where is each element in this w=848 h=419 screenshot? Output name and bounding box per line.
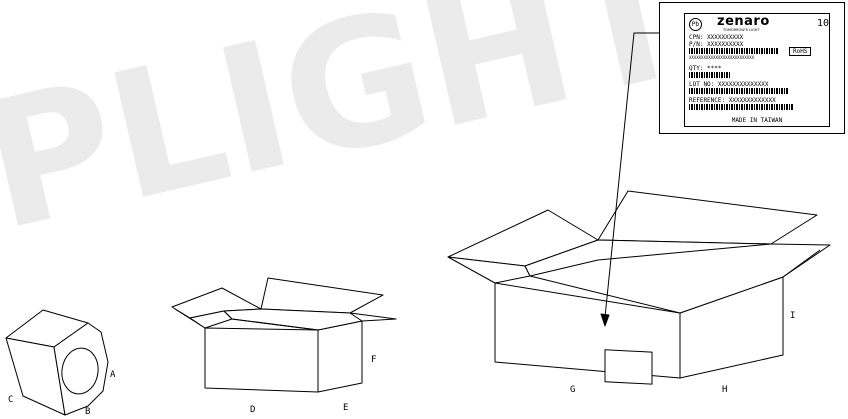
lot-text: LOT NO: XXXXXXXXXXXXXX <box>689 81 769 88</box>
label-arrow <box>600 32 659 327</box>
label-f: F <box>371 355 376 365</box>
label-i: I <box>790 311 795 321</box>
label-e: E <box>343 403 348 413</box>
lot-barcode <box>689 88 789 94</box>
qty-barcode <box>689 72 731 78</box>
brand-name: zenaro <box>717 14 770 29</box>
label-placement-box <box>604 349 653 385</box>
qty-text: QTY: **** <box>689 65 722 72</box>
cpn-text: CPN: XXXXXXXXXX <box>689 34 744 41</box>
reel-package <box>5 309 109 416</box>
large-box <box>447 190 831 385</box>
product-label-callout: Pb zenaro TOMORROW'S LIGHT 10 CPN: XXXXX… <box>659 2 845 134</box>
serial-text: XXXXXXXXXXXXXXXXXXXXXXXXXXX <box>689 55 755 60</box>
medium-box <box>171 277 397 393</box>
watermark: PLIGHT <box>0 0 708 270</box>
pn-barcode <box>689 48 779 54</box>
rohs-badge: RoHS <box>789 47 812 56</box>
label-h: H <box>722 385 727 395</box>
label-c: C <box>8 395 13 405</box>
svg-text:PLIGHT: PLIGHT <box>0 0 708 270</box>
label-g: G <box>570 385 575 395</box>
made-in-text: MADE IN TAIWAN <box>731 117 783 124</box>
lead-free-icon: Pb <box>689 18 702 31</box>
reference-text: REFERENCE: XXXXXXXXXXXXX <box>689 97 776 104</box>
label-number: 10 <box>817 18 830 29</box>
label-a: A <box>110 370 116 380</box>
product-label: Pb zenaro TOMORROW'S LIGHT 10 CPN: XXXXX… <box>684 13 830 127</box>
label-d: D <box>250 405 255 415</box>
pn-text: P/N: XXXXXXXXXX <box>689 41 744 48</box>
reference-barcode <box>689 104 794 110</box>
brand-tagline: TOMORROW'S LIGHT <box>723 28 760 32</box>
label-b: B <box>85 407 90 417</box>
